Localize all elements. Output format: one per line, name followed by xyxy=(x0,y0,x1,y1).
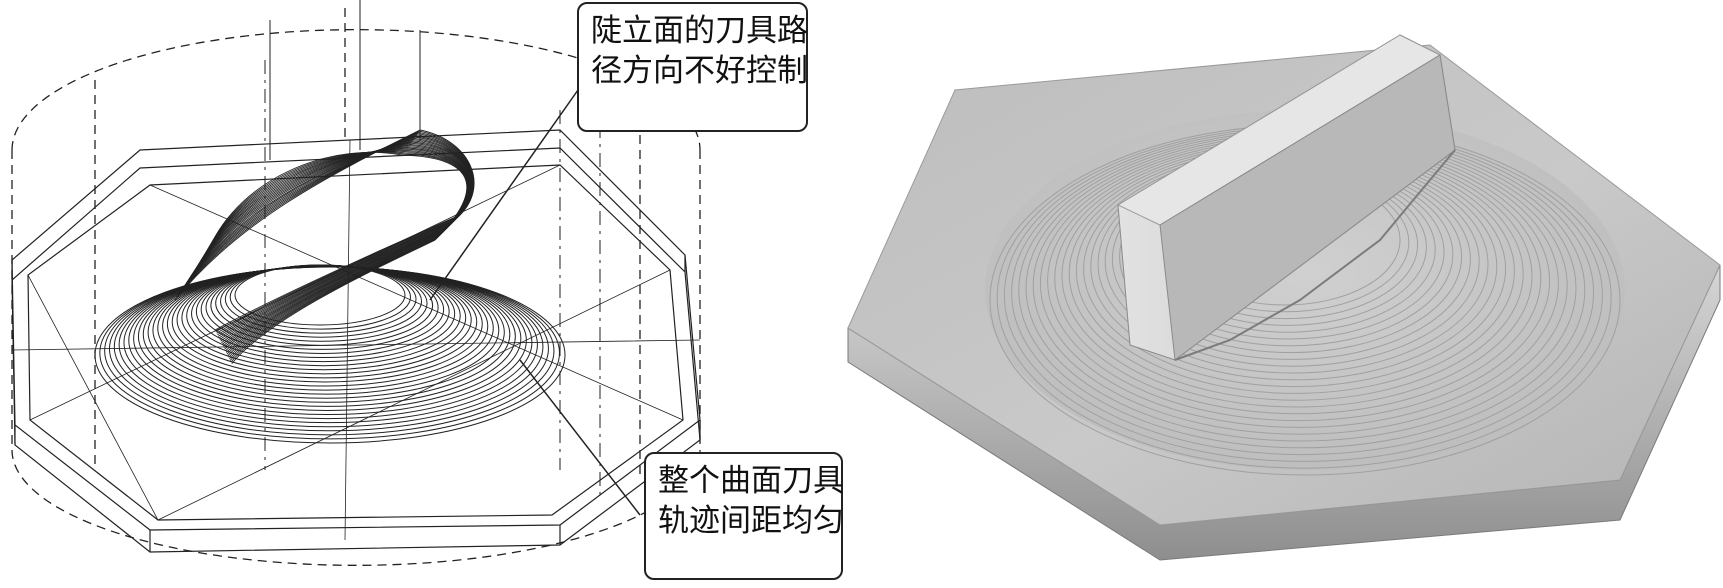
rib-contour xyxy=(197,146,470,353)
toolpath-ring xyxy=(234,264,406,326)
wireframe-toolpath-drawing xyxy=(11,0,701,566)
rib-contour xyxy=(181,134,473,337)
callout-top-line1: 陡立面的刀具路 xyxy=(591,13,808,49)
vertical-guides xyxy=(264,0,601,500)
callout-bottom-line1: 整个曲面刀具 xyxy=(658,463,844,499)
rib-contour xyxy=(198,147,470,355)
concentric-toolpath-rings xyxy=(94,264,566,444)
callout-top-line2: 径方向不好控制 xyxy=(591,53,808,89)
callout-bottom-line2: 轨迹间距均匀 xyxy=(658,503,844,539)
rib-contour xyxy=(208,151,468,364)
callout-uniform-spacing-note: 整个曲面刀具 轨迹间距均匀 xyxy=(644,452,844,580)
shaded-render xyxy=(847,34,1721,561)
rib-solid xyxy=(1116,34,1456,361)
rib-contour xyxy=(176,130,475,332)
base-plate xyxy=(11,129,701,553)
rib-contour xyxy=(193,143,471,350)
rib-contour xyxy=(204,151,468,361)
rib-contour xyxy=(179,133,474,336)
rib-contour xyxy=(206,151,468,363)
leader-line-top xyxy=(429,89,579,301)
rib-contour xyxy=(201,149,469,358)
rib-wireframe xyxy=(174,129,475,364)
rib-contour xyxy=(177,131,474,334)
rib-contour xyxy=(203,150,468,360)
rib-contour xyxy=(192,142,471,348)
rib-contour xyxy=(195,145,470,352)
leader-line-bottom xyxy=(519,359,641,516)
callout-steep-wall-note: 陡立面的刀具路 径方向不好控制 xyxy=(577,2,808,132)
